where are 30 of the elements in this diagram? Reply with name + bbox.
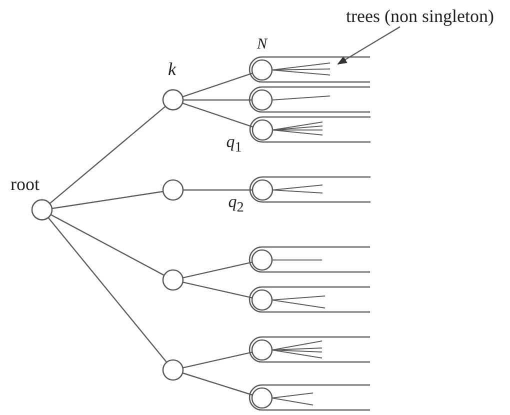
connector-line	[182, 352, 252, 368]
tree-drawing	[246, 85, 370, 113]
connector-line	[50, 214, 164, 276]
tree-drawing	[246, 383, 370, 411]
node-label: k	[168, 60, 176, 78]
annotation-text: trees (non singleton)	[346, 6, 494, 25]
connector-line	[182, 102, 253, 128]
connector-line	[182, 72, 253, 98]
tree-drawing	[246, 245, 370, 273]
tree-drawing	[246, 36, 370, 83]
connector-line	[182, 372, 253, 396]
connector-line	[183, 189, 252, 191]
circle-node	[162, 179, 184, 201]
node-label: root	[10, 174, 40, 193]
circle-node	[162, 359, 184, 381]
connector-line	[52, 190, 164, 210]
leader-arrow	[337, 26, 400, 65]
tree-drawing	[246, 285, 370, 313]
connector-line	[48, 217, 168, 363]
connector-line	[182, 262, 252, 278]
node-label: q$_{2}$	[228, 193, 244, 215]
connector-line	[183, 99, 252, 101]
connector-line	[49, 106, 166, 204]
connector-line	[182, 282, 252, 298]
node-label: N	[257, 38, 267, 52]
tree-drawing	[226, 175, 370, 214]
tree-drawing	[224, 115, 370, 154]
tree-drawing	[246, 335, 370, 363]
circle-node	[162, 269, 184, 291]
node-label: q$_{1}$	[226, 133, 242, 155]
